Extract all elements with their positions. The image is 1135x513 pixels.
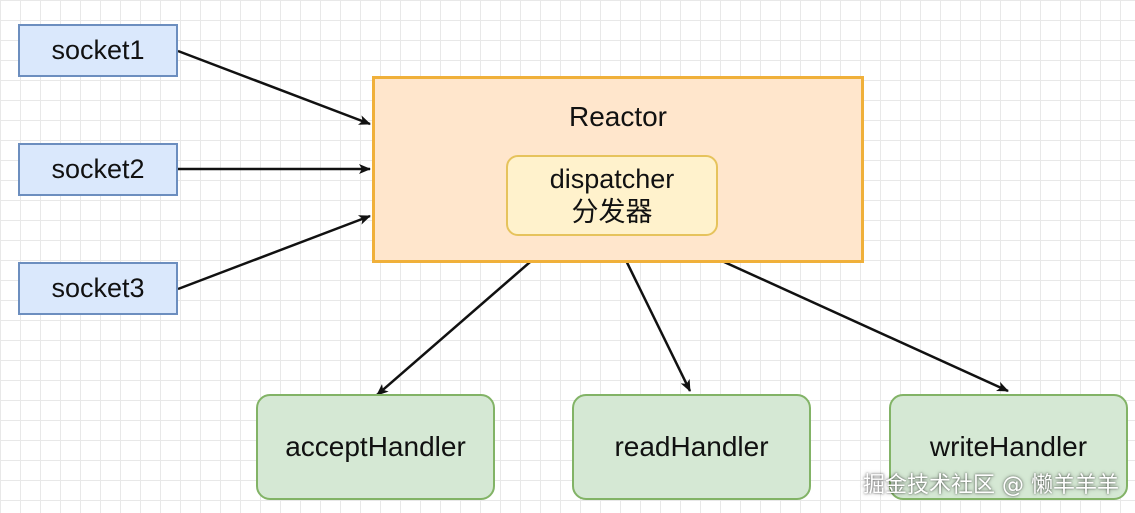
socket3-label: socket3 — [51, 273, 145, 303]
watermark-text: 掘金技术社区 @ 懒羊羊羊 — [863, 473, 1119, 498]
socket3-node[interactable]: socket3 — [18, 262, 178, 315]
reactor-label: Reactor — [568, 101, 668, 132]
readhandler-label: readHandler — [614, 431, 769, 462]
accepthandler-node[interactable]: acceptHandler — [256, 394, 495, 500]
readhandler-node[interactable]: readHandler — [572, 394, 811, 500]
socket2-node[interactable]: socket2 — [18, 143, 178, 196]
socket2-label: socket2 — [51, 154, 145, 184]
socket1-node[interactable]: socket1 — [18, 24, 178, 77]
writehandler-node[interactable]: writeHandler — [889, 394, 1128, 500]
writehandler-label: writeHandler — [929, 431, 1088, 462]
socket1-label: socket1 — [51, 35, 145, 65]
arrow-socket1-to-reactor — [177, 49, 371, 126]
arrow-socket3-to-reactor — [177, 214, 371, 291]
dispatcher-label: dispatcher — [549, 163, 675, 194]
accepthandler-label: acceptHandler — [285, 431, 466, 462]
dispatcher-chinese-label: 分发器 — [571, 196, 653, 227]
dispatcher-node[interactable]: dispatcher 分发器 — [506, 155, 718, 236]
